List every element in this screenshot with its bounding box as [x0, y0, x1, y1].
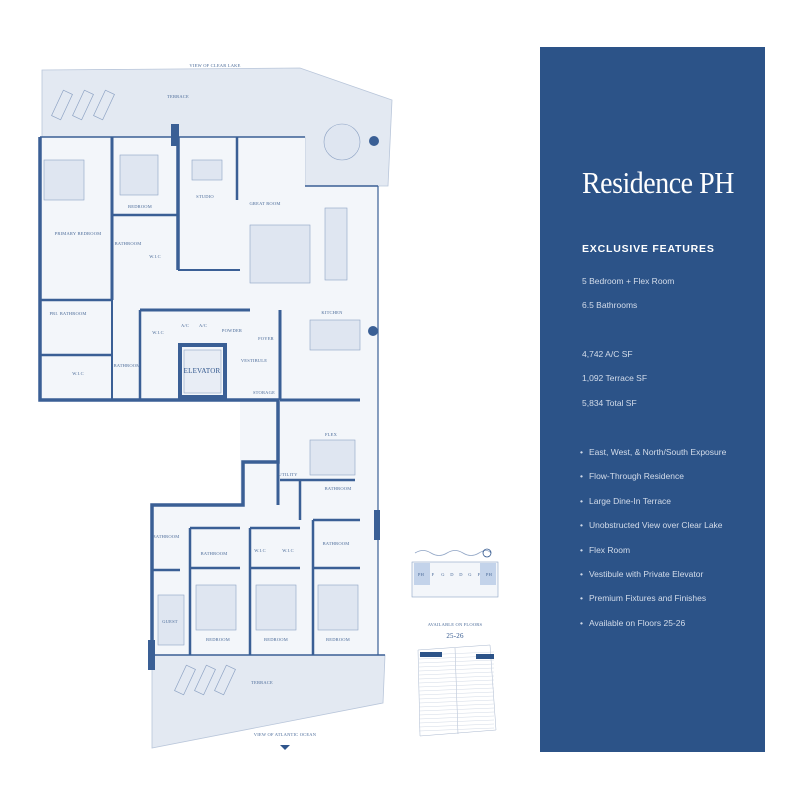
label-great-room: GREAT ROOM	[249, 201, 280, 206]
label-wic-primary: W.I.C	[72, 371, 84, 376]
label-guest: GUEST	[162, 619, 178, 624]
lounge-chairs	[51, 89, 236, 696]
floor-line	[418, 679, 495, 684]
available-label: AVAILABLE ON FLOORS	[428, 622, 483, 627]
highlight-floor-left	[420, 652, 442, 657]
label-bedroom-3: BEDROOM	[264, 637, 288, 642]
keyplan-unit-label: G	[468, 572, 472, 577]
available-floors: 25-26	[446, 632, 464, 640]
spec-bathrooms: 6.5 Bathrooms	[582, 300, 638, 310]
keyplan-unit-label: G	[441, 572, 445, 577]
label-powder: POWDER	[222, 328, 242, 333]
label-wic-1: W.I.C	[149, 254, 161, 259]
floor-line	[418, 711, 495, 716]
floor-line	[418, 659, 495, 664]
compass-icon	[482, 548, 492, 558]
label-bathroom-4: BATHROOM	[323, 541, 350, 546]
keyplan-unit-label: F	[478, 572, 481, 577]
spec-bedrooms: 5 Bedroom + Flex Room	[582, 276, 675, 286]
floor-line	[418, 687, 495, 692]
furniture	[43, 123, 361, 646]
direction-arrow-icon	[280, 745, 290, 750]
feature-item: Large Dine-In Terrace	[580, 496, 671, 506]
highlight-floor-right	[476, 654, 494, 659]
feature-item: Unobstructed View over Clear Lake	[580, 520, 723, 530]
floor-line	[418, 727, 495, 732]
label-bathroom-5: BATHROOM	[201, 551, 228, 556]
label-foyer: FOYER	[258, 336, 274, 341]
feature-item: Vestibule with Private Elevator	[580, 569, 703, 579]
column	[369, 136, 379, 146]
floor-line	[418, 707, 495, 712]
label-terrace-top: TERRACE	[167, 94, 189, 99]
feature-item: Premium Fixtures and Finishes	[580, 593, 706, 603]
label-primary-bedroom: PRIMARY BEDROOM	[55, 231, 102, 236]
label-bathroom-2: BATHROOM	[114, 363, 141, 368]
column	[148, 640, 155, 670]
label-storage: STORAGE	[253, 390, 275, 395]
area-ac: 4,742 A/C SF	[582, 349, 633, 359]
column	[368, 326, 378, 336]
label-bedroom-4: BEDROOM	[326, 637, 350, 642]
residence-title: Residence PH	[582, 165, 734, 200]
floor-line	[418, 703, 495, 708]
feature-item: Available on Floors 25-26	[580, 618, 685, 628]
label-primary-bathroom: PRI. BATHROOM	[49, 311, 86, 316]
area-terrace: 1,092 Terrace SF	[582, 373, 648, 383]
keyplan-unit-label: D	[450, 572, 454, 577]
label-utility: UTILITY	[278, 472, 298, 477]
building-illustration	[417, 644, 497, 737]
info-panel: Residence PH EXCLUSIVE FEATURES 5 Bedroo…	[540, 47, 765, 752]
label-vestibule: VESTIBULE	[241, 358, 267, 363]
label-wic-2: W.I.C	[254, 548, 266, 553]
label-flex: FLEX	[325, 432, 338, 437]
label-terrace-bottom: TERRACE	[251, 680, 273, 685]
floor-line	[418, 715, 495, 720]
floor-plan: VIEW OF CLEAR LAKE TERRACE PRIMARY BEDRO…	[38, 63, 499, 750]
keyplan-unit-label: PH	[486, 572, 493, 577]
label-elevator: ELEVATOR	[184, 367, 221, 375]
column	[374, 510, 380, 540]
keyplan-unit-label: F	[432, 572, 435, 577]
label-wic-2-upper: W.I.C	[152, 330, 164, 335]
view-bottom-label: VIEW OF ATLANTIC OCEAN	[254, 732, 317, 737]
floor-line	[418, 695, 495, 700]
label-bathroom-3: BATHROOM	[325, 486, 352, 491]
label-wic-3: W.I.C	[282, 548, 294, 553]
floor-line	[418, 699, 495, 704]
label-bedroom-1: BEDROOM	[128, 204, 152, 209]
floor-line	[418, 671, 495, 676]
area-total: 5,834 Total SF	[582, 398, 637, 408]
keyplan-unit-label: D	[459, 572, 463, 577]
floor-line	[418, 719, 495, 724]
label-bathroom-1: BATHROOM	[115, 241, 142, 246]
label-studio: STUDIO	[196, 194, 214, 199]
label-kitchen: KITCHEN	[321, 310, 343, 315]
floor-line	[418, 663, 495, 668]
label-bathroom-6: BATHROOM	[153, 534, 180, 539]
floor-line	[418, 723, 495, 728]
feature-item: East, West, & North/South Exposure	[580, 447, 726, 457]
view-top-label: VIEW OF CLEAR LAKE	[189, 63, 240, 68]
column	[171, 124, 179, 146]
floor-line	[418, 667, 495, 672]
keyplan-unit-label: PH	[418, 572, 425, 577]
label-bedroom-2: BEDROOM	[206, 637, 230, 642]
features-heading: EXCLUSIVE FEATURES	[582, 243, 715, 255]
label-ac-2: A/C	[199, 323, 207, 328]
walls	[38, 136, 385, 656]
floor-line	[418, 675, 495, 680]
floor-line	[418, 691, 495, 696]
label-ac-1: A/C	[181, 323, 189, 328]
floor-line	[418, 683, 495, 688]
feature-item: Flow-Through Residence	[580, 471, 684, 481]
feature-item: Flex Room	[580, 545, 630, 555]
